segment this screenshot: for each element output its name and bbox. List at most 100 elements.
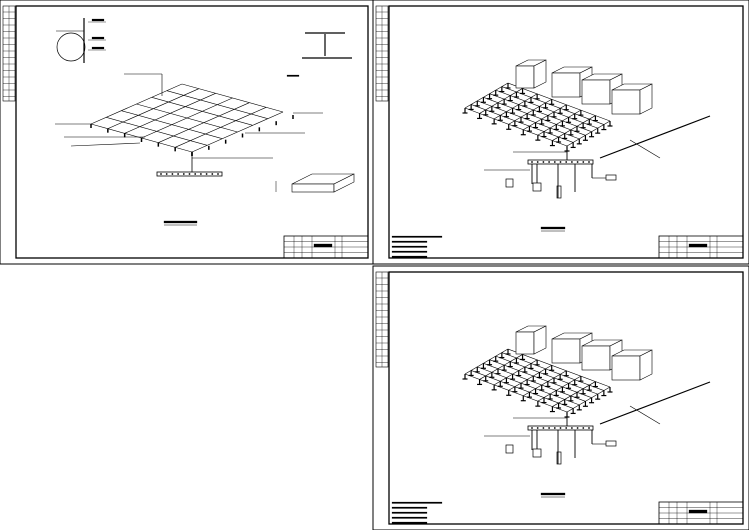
busbar-terminal [582,427,585,429]
grid-line [523,104,567,130]
equipment-symbol [505,178,514,188]
equipment-symbol [532,182,542,192]
grid-line [552,381,596,407]
cabinet [515,59,547,89]
busbar-terminal [553,427,556,429]
busbar-terminal [576,161,579,163]
busbar-terminal [160,173,162,175]
busbar-terminal [542,161,545,163]
raised-floor-grid [462,348,613,418]
ground-terminal-box [605,440,617,447]
grid-line [464,373,568,413]
label-text [91,36,105,40]
grid-line [471,370,574,409]
drawing-title [163,220,198,224]
cabinet [515,325,547,355]
notes-text [391,501,443,504]
grid-line [483,363,586,402]
cabinet-front [291,183,335,193]
notes-text [391,235,443,238]
cabinet-side [533,59,547,89]
equipment-symbol [532,448,542,458]
pedestal-plan-detail [56,32,86,62]
sheet-grounding-layout-2 [372,265,749,530]
drawing-frame [388,5,744,259]
busbar-terminal [205,173,208,175]
grid-line [464,107,568,147]
busbar-terminal [211,173,214,175]
grid-line [566,120,611,147]
drawing-title [540,492,566,496]
grid-line [508,99,552,125]
notes-text [391,250,428,253]
grid-line [552,115,596,141]
grid-line [537,375,582,402]
cabinet-front [515,331,535,355]
leader-line [629,139,661,159]
grid-line [464,82,509,109]
busbar-terminal [548,161,550,163]
cabinet-side [333,173,355,193]
busbar-terminal [582,161,585,163]
busbar-terminal [217,173,219,175]
cabinet-front [551,338,581,364]
cabinet-front [551,72,581,98]
grid-line [537,109,582,136]
title-block-name [688,509,708,514]
grid-line [479,88,523,114]
drawing-frame [15,5,369,259]
sheet-border [0,0,375,265]
equipment-symbol [556,451,562,465]
notes-text [391,506,428,509]
title-block-name [688,243,708,248]
cabinet-front [611,89,641,115]
cabinet [611,349,653,381]
drawing-frame [388,271,744,525]
grid-line [175,107,267,148]
busbar-terminal [548,427,550,429]
leader-line [629,405,661,425]
busbar-terminal [531,427,533,429]
busbar-terminal [576,427,579,429]
grid-line [479,354,523,380]
busbar-terminal [536,427,539,429]
label-text [91,46,105,50]
floor-panel-module [291,173,355,193]
title-block-name [313,243,333,248]
busbar-terminal [171,173,174,175]
grid-line [477,100,580,140]
label-text [91,18,105,22]
busbar-terminal [200,173,202,175]
cabinet-side [639,83,653,115]
raised-floor-grid [462,82,613,152]
busbar-terminal [536,161,539,163]
leader-line [70,142,141,147]
notes-text [391,255,428,258]
busbar-terminal [571,427,573,429]
busbar-terminal [559,427,562,429]
cabinet-front [581,79,611,105]
grid-line [181,83,284,113]
grid-line [191,111,284,153]
ground-strap [599,115,711,159]
grid-line [471,104,574,143]
busbar-terminal [177,173,180,175]
equipment-symbol [556,185,562,199]
ground-terminal-box [605,174,617,181]
cabinet-side [533,325,547,355]
grid-line [508,365,552,391]
notes-text [391,240,428,243]
busbar-terminal [565,427,568,429]
busbar-terminal [565,161,568,163]
busbar [527,425,594,431]
grid-line [464,348,509,375]
drawing-title [540,226,566,230]
cabinet-side [639,349,653,381]
notes-text [391,511,428,514]
cabinet-front [611,355,641,381]
grounding-busbar [527,425,594,431]
busbar [527,159,594,165]
label-text [286,74,300,77]
busbar-terminal [188,173,191,175]
